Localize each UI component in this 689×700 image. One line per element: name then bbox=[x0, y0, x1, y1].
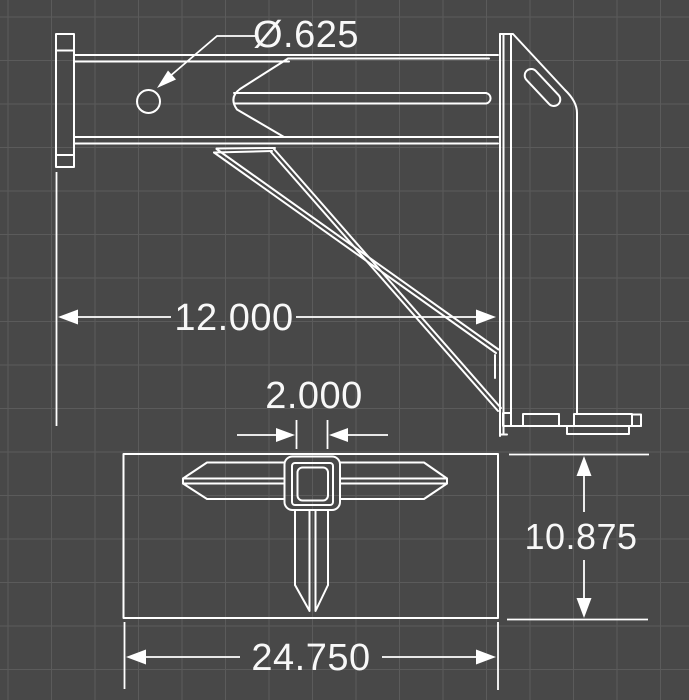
top-view bbox=[122, 453, 499, 619]
dim-hole-diameter: Ø.625 bbox=[157, 14, 359, 88]
receiver-tube bbox=[73, 54, 499, 145]
left-arrowhead bbox=[126, 649, 146, 665]
wedge-arm-down bbox=[294, 509, 329, 612]
tube-length-label: 12.000 bbox=[174, 297, 293, 339]
plate-width-label: 24.750 bbox=[251, 637, 370, 679]
dim-receiver-opening: 2.000 bbox=[237, 375, 388, 449]
hanger-slot bbox=[523, 67, 562, 108]
leader-arrowhead bbox=[157, 70, 176, 88]
receiver-collar bbox=[283, 455, 341, 511]
left-arrowhead bbox=[58, 309, 78, 325]
gusset-brace bbox=[213, 147, 502, 412]
hitch-wedge-side bbox=[232, 57, 492, 138]
right-arrowhead bbox=[329, 428, 348, 442]
mount-plate bbox=[499, 33, 578, 437]
wedge-arm-left bbox=[182, 461, 286, 500]
left-arrowhead bbox=[276, 428, 295, 442]
right-arrowhead bbox=[476, 649, 496, 665]
down-arrowhead bbox=[576, 598, 592, 618]
mount-flange bbox=[55, 33, 75, 168]
mount-foot bbox=[499, 412, 642, 436]
base-plate-outline bbox=[122, 453, 499, 619]
receiver-opening-label: 2.000 bbox=[265, 375, 363, 417]
side-view bbox=[55, 33, 642, 437]
wedge-arm-right bbox=[339, 461, 448, 500]
dim-plate-depth: 10.875 bbox=[507, 453, 649, 621]
plate-depth-label: 10.875 bbox=[524, 516, 637, 557]
hole-diameter-label: Ø.625 bbox=[253, 14, 359, 56]
dim-plate-width: 24.750 bbox=[123, 622, 499, 690]
right-arrowhead bbox=[476, 309, 496, 325]
dim-tube-length: 12.000 bbox=[55, 172, 496, 426]
hitch-pin-hole bbox=[136, 89, 161, 114]
dimension-annotations: Ø.625 12.000 2.000 10.875 bbox=[55, 14, 649, 690]
up-arrowhead bbox=[576, 456, 592, 476]
